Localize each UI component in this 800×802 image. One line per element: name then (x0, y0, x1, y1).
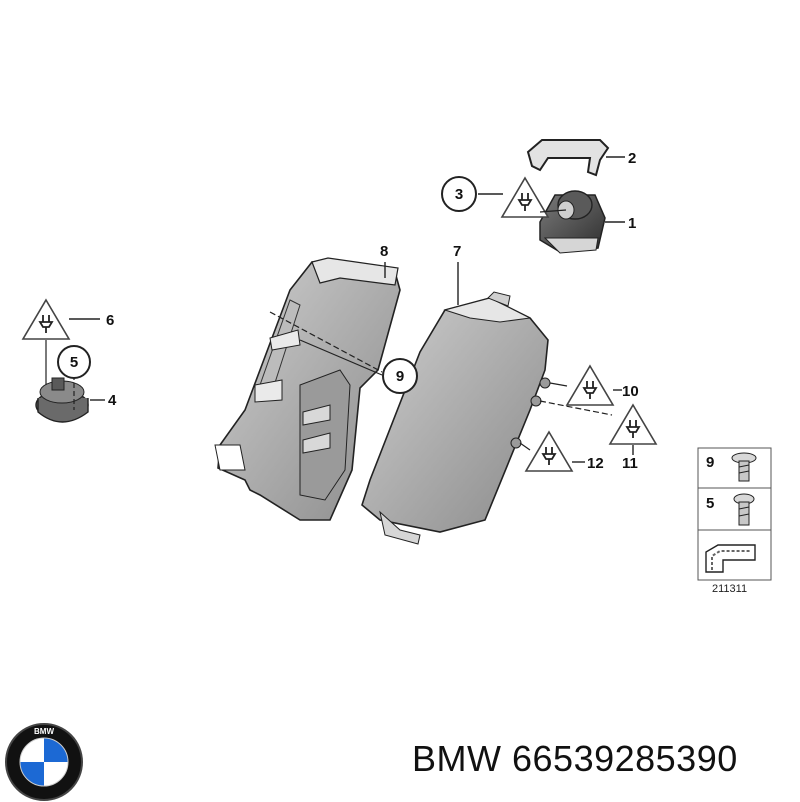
svg-text:9: 9 (396, 368, 404, 385)
callout-3: 3 (441, 176, 477, 212)
bmw-logo-icon: BMW (5, 723, 83, 801)
svg-text:BMW: BMW (34, 727, 54, 736)
screw-icon-5 (733, 493, 755, 526)
brand-name: BMW (412, 738, 502, 779)
warning-icon-10 (566, 365, 614, 406)
callout-9: 9 (382, 358, 418, 394)
legend-label-5: 5 (706, 495, 714, 512)
part-2-clip-frame (526, 139, 625, 177)
label-1: 1 (628, 215, 636, 232)
warning-icon-12 (525, 431, 573, 472)
svg-text:3: 3 (455, 186, 463, 203)
label-2: 2 (628, 150, 636, 167)
part-4-connector (35, 377, 105, 423)
part-caption: BMW 66539285390 (412, 738, 738, 780)
label-11: 11 (622, 455, 638, 472)
label-6: 6 (106, 312, 114, 329)
warning-icon-11 (609, 404, 657, 445)
label-4: 4 (108, 392, 117, 409)
part-8-bracket (214, 257, 401, 521)
svg-text:5: 5 (70, 354, 78, 371)
label-12: 12 (587, 455, 604, 472)
label-7: 7 (453, 243, 461, 260)
warning-icon-6 (22, 299, 70, 340)
part-1-camera (539, 190, 625, 254)
legend-label-9: 9 (706, 454, 714, 471)
warning-icon-3 (501, 177, 549, 218)
callout-5: 5 (57, 345, 91, 379)
screw-legend: 9 5 211311 (697, 447, 772, 595)
label-8: 8 (380, 243, 388, 260)
part-7-control-unit (361, 262, 551, 545)
screw-icon-9 (731, 452, 757, 482)
legend-code: 211311 (712, 583, 747, 595)
part-number: 66539285390 (512, 738, 738, 779)
label-10: 10 (622, 383, 639, 400)
direction-arrow-icon (705, 544, 756, 573)
